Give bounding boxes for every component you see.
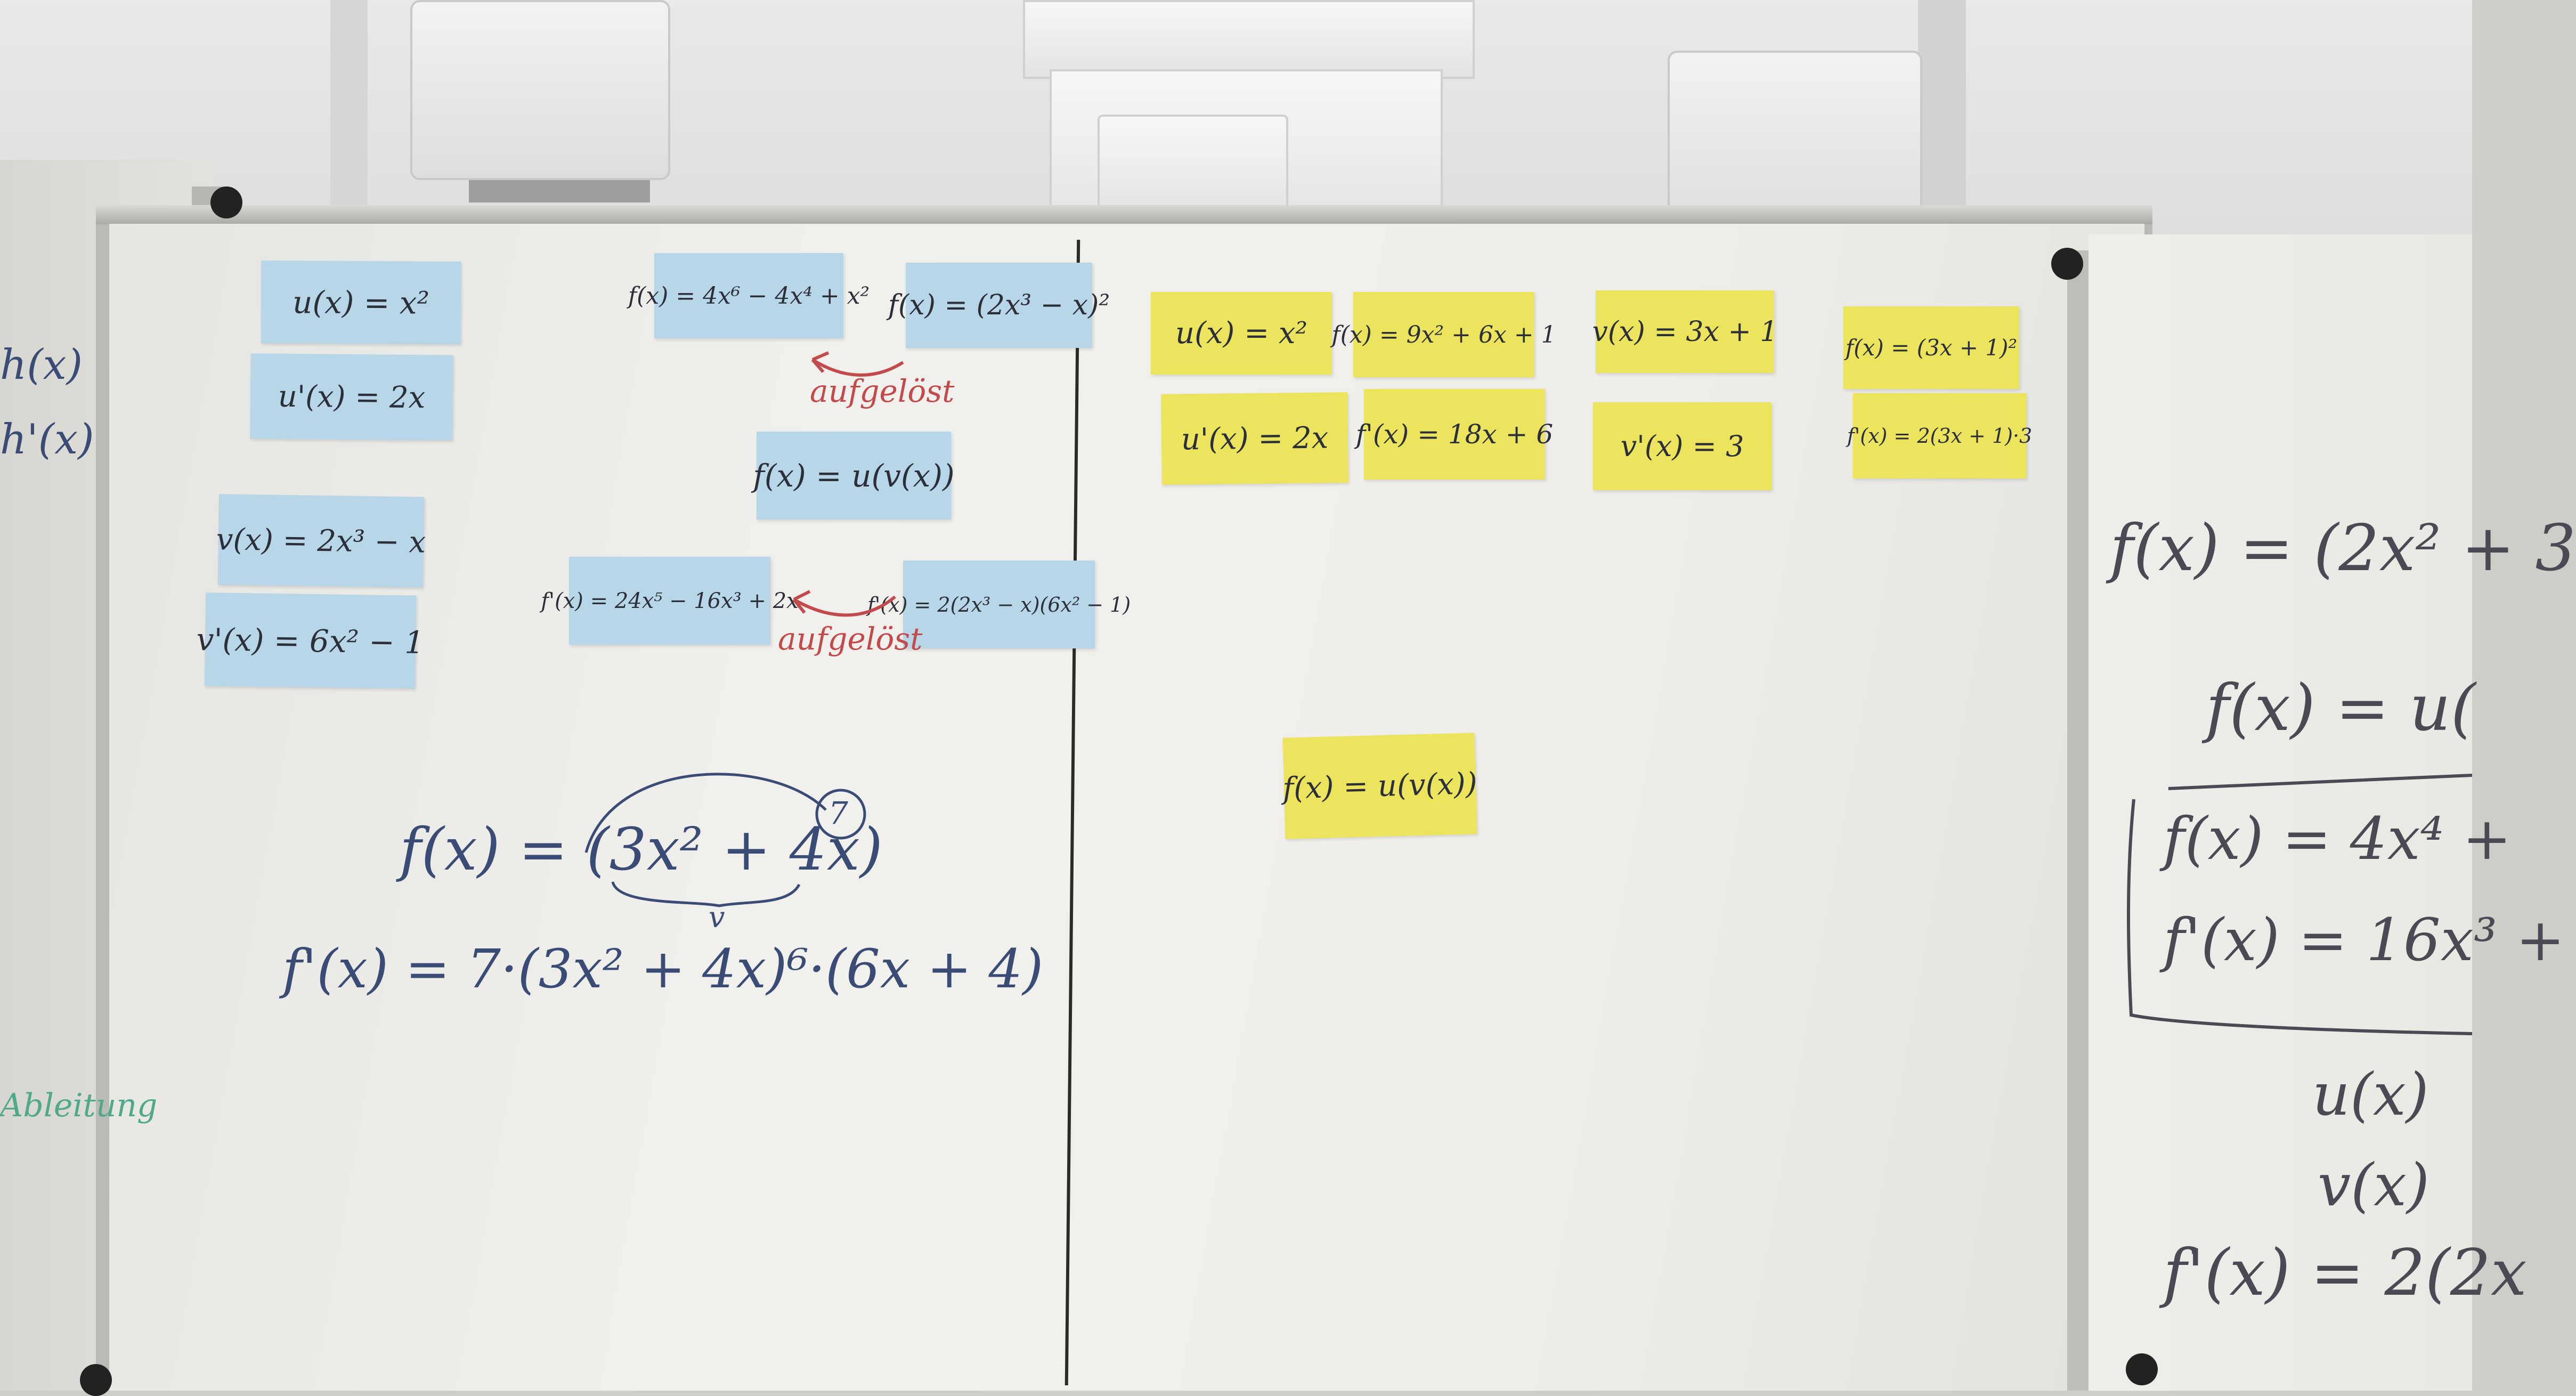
yellow-note-f-prime-expanded: f'(x) = 18x + 6 bbox=[1356, 389, 1553, 480]
blue-note-f-chain: f(x) = (2x³ − x)² bbox=[888, 263, 1110, 348]
handwritten-brace-label: v bbox=[709, 900, 725, 934]
yellow-note-v: v(x) = 3x + 1 bbox=[1592, 290, 1778, 373]
blue-note-f-prime-chain: f'(x) = 2(2x³ − x)(6x² − 1) bbox=[867, 561, 1131, 648]
left-wing-text-green: Ableitung bbox=[0, 1087, 158, 1124]
blue-note-f-prime-expanded: f'(x) = 24x⁵ − 16x³ + 2x bbox=[541, 557, 799, 645]
board-hinge bbox=[80, 1364, 112, 1396]
marker-strokes bbox=[584, 351, 2473, 1035]
left-wing-text-h: h(x) bbox=[0, 341, 83, 389]
annotation-aufgeloest-bottom: aufgelöst bbox=[778, 621, 923, 657]
right-speaker bbox=[1668, 51, 1922, 231]
right-wing-text-1: f(x) = (2x² + 3 bbox=[2110, 512, 2576, 586]
right-board-wing bbox=[2089, 234, 2472, 1391]
yellow-note-v-prime: v'(x) = 3 bbox=[1593, 402, 1771, 490]
board-hinge bbox=[2126, 1353, 2158, 1385]
right-wing-text-7: f'(x) = 2(2x bbox=[2163, 1236, 2527, 1310]
handwritten-function: f(x) = (3x² + 4x) bbox=[400, 815, 883, 883]
handwritten-derivative: f'(x) = 7·(3x² + 4x)⁶·(6x + 4) bbox=[282, 938, 1044, 1000]
yellow-note-f-expanded: f(x) = 9x² + 6x + 1 bbox=[1331, 292, 1556, 377]
blue-note-f-composition: f(x) = u(v(x)) bbox=[753, 432, 955, 520]
yellow-note-f-prime-chain: f'(x) = 2(3x + 1)·3 bbox=[1847, 393, 2032, 478]
handwritten-exponent: 7 bbox=[828, 795, 848, 831]
right-wing-text-2: f(x) = u( bbox=[2206, 671, 2476, 745]
yellow-note-f-chain: f(x) = (3x + 1)² bbox=[1843, 306, 2019, 389]
board-top-frame bbox=[96, 205, 2152, 224]
left-wing-text-h-prime: h'(x) bbox=[0, 416, 94, 464]
board-hinge bbox=[210, 186, 242, 218]
board-hinge bbox=[2051, 248, 2083, 280]
right-wing-text-6: v(x) bbox=[2318, 1151, 2430, 1219]
blue-note-f-expanded: f(x) = 4x⁶ − 4x⁴ + x² bbox=[628, 253, 869, 338]
left-speaker bbox=[410, 0, 670, 180]
right-wing-text-5: u(x) bbox=[2312, 1060, 2429, 1129]
yellow-note-u: u(x) = x² bbox=[1151, 292, 1332, 375]
right-wing-text-3: f(x) = 4x⁴ + bbox=[2163, 805, 2512, 873]
right-wing-text-4: f'(x) = 16x³ + bbox=[2163, 906, 2565, 974]
annotation-aufgeloest-top: aufgelöst bbox=[810, 373, 955, 409]
